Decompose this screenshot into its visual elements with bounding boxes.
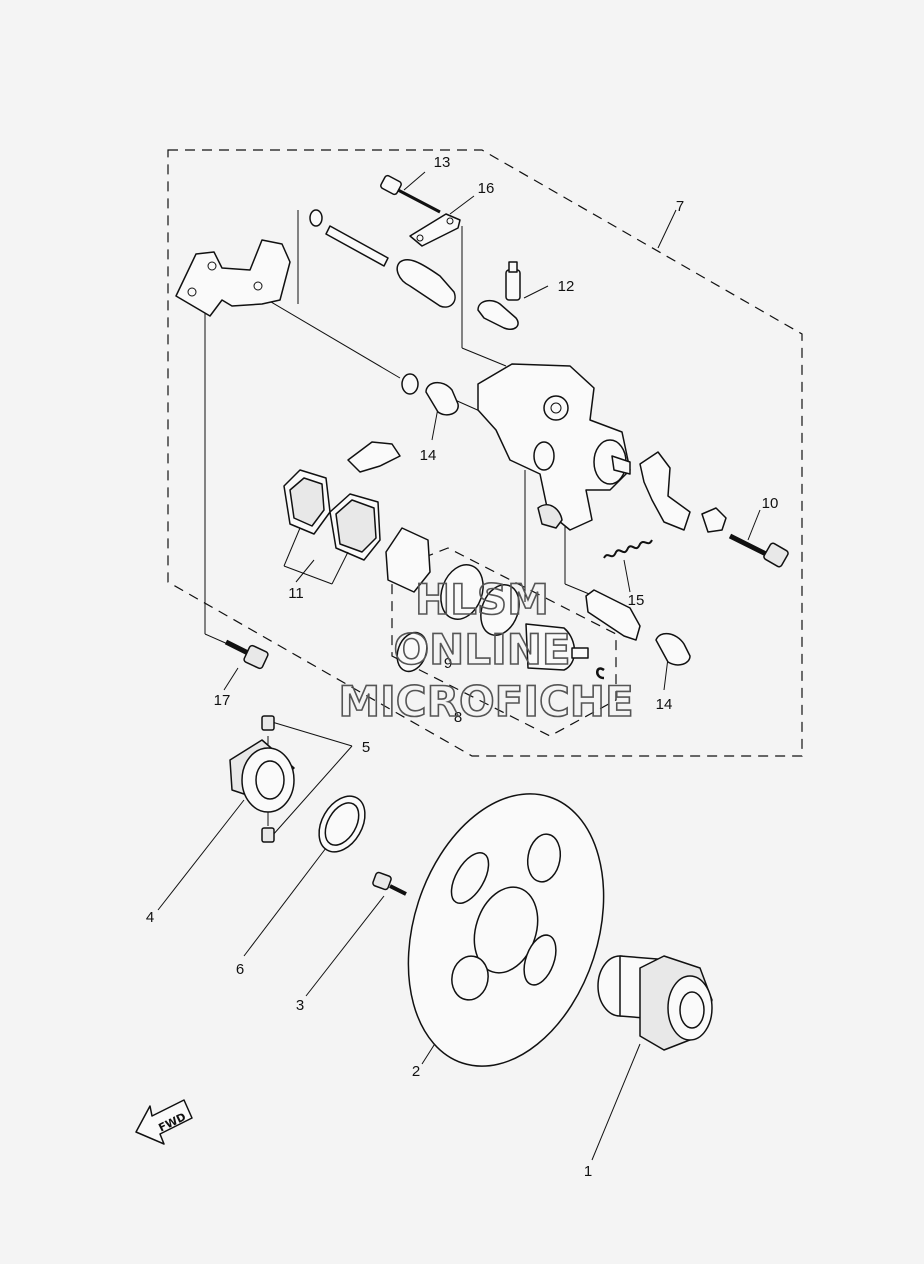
part-14-boot-upper [401,373,459,416]
callout-14-lower: 14 [656,696,673,713]
callout-11: 11 [288,585,304,602]
part-2-brake-disc [407,793,605,1067]
part-15-spring [603,539,653,559]
callout-10: 10 [762,495,779,512]
watermark-line-3: MICROFICHE [338,677,633,726]
watermark-line-1: HLSM [415,575,549,624]
part-10-bolt [701,507,789,568]
part-pad-spring-clip [347,441,401,473]
part-11-brake-pads [283,469,381,585]
callout-labels: 13 16 7 12 14 10 11 15 9 17 14 8 5 4 6 3… [146,154,779,1180]
part-12-bleeder-valve [477,261,521,330]
callout-1: 1 [584,1163,592,1180]
fwd-direction-arrow: FWD [135,1099,193,1145]
callout-15: 15 [628,592,645,609]
piston-kit-boundary [391,547,617,737]
part-16-clip [409,213,461,247]
callout-9: 9 [444,655,452,672]
hlsm-watermark: HLSM ONLINE MICROFICHE [338,574,635,727]
callout-12: 12 [558,278,575,295]
part-1-hub [597,955,713,1051]
part-caliper-arm-plate [639,451,691,531]
callout-2: 2 [412,1063,420,1080]
part-14-slide-pin-lower [585,589,691,666]
part-caliper-body [477,363,631,531]
caliper-assembly-boundary [167,149,803,757]
watermark-line-2: ONLINE [393,625,570,674]
part-mounting-bracket [175,239,291,317]
part-13-bolt [380,174,441,214]
part-9-piston-seals [396,564,605,680]
part-pad-shim [385,527,431,593]
part-pin-washer [309,209,456,308]
callout-14-upper: 14 [420,447,437,464]
part-4-collar [229,739,295,813]
callout-13: 13 [434,154,451,171]
part-17-bolt [224,639,269,670]
callout-4: 4 [146,909,154,926]
callout-6: 6 [236,961,244,978]
callout-17: 17 [214,692,231,709]
callout-16: 16 [478,180,495,197]
callout-7: 7 [676,198,684,215]
callout-8: 8 [454,709,462,726]
part-3-disc-bolt [372,871,407,896]
callout-5: 5 [362,739,370,756]
callout-3: 3 [296,997,304,1014]
part-5-set-screws [261,715,275,843]
part-6-oring [318,795,366,853]
